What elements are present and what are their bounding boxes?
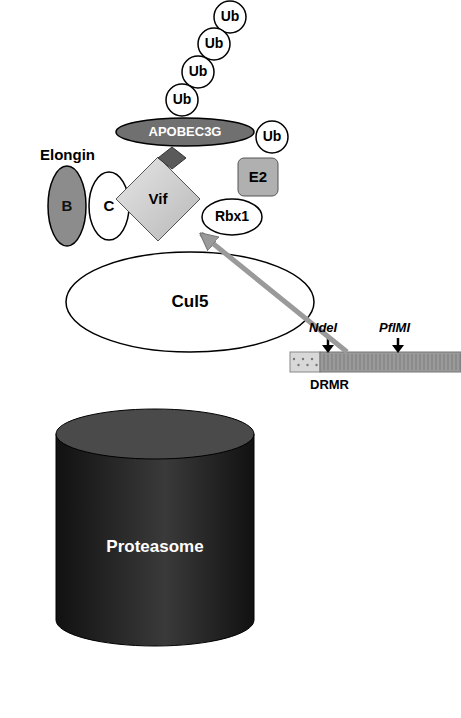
stripe: [460, 354, 461, 370]
node-label: C: [104, 198, 115, 215]
stripe: [392, 354, 393, 370]
stripe: [364, 354, 365, 370]
stripe: [376, 354, 377, 370]
vif-diamond: Vif: [115, 156, 201, 242]
drmr-striped-segment: [320, 352, 461, 372]
ellipse-outline: [48, 166, 86, 246]
stripe: [424, 354, 425, 370]
stripe: [324, 354, 325, 370]
e2-box: E2: [237, 157, 279, 197]
stripe: [388, 354, 389, 370]
ellipse-outline: [198, 28, 230, 60]
rbx1-ellipse: Rbx1: [201, 198, 263, 236]
rounded-box-outline: [238, 158, 278, 196]
dot: [315, 364, 317, 366]
stripe: [348, 354, 349, 370]
stripe: [384, 354, 385, 370]
ndei-site-arrow: [327, 338, 330, 349]
stripe: [404, 354, 405, 370]
drmr-bar: DRMR: [290, 352, 461, 398]
dot: [311, 358, 313, 360]
elongin-b-ellipse: B: [47, 165, 87, 247]
node-label: DRMR: [310, 378, 349, 392]
ubiquitin-circle: Ub: [165, 83, 199, 117]
node-label: Cul5: [172, 293, 209, 312]
vif-binding-domain: [158, 147, 186, 169]
ellipse-outline: [166, 84, 198, 116]
node-label: Proteasome: [106, 538, 203, 557]
ellipse-outline: [202, 199, 262, 235]
pflmi-site-arrowhead: [392, 345, 404, 353]
stripe: [332, 354, 333, 370]
stripe: [440, 354, 441, 370]
ellipse-outline: [182, 56, 214, 88]
proteasome-cylinder: Proteasome: [55, 408, 255, 646]
stripe: [444, 354, 445, 370]
stripe: [352, 354, 353, 370]
stripe: [448, 354, 449, 370]
node-label: Ub: [263, 129, 282, 144]
ellipse-outline: [256, 121, 288, 153]
stripe: [412, 354, 413, 370]
stripe: [456, 354, 457, 370]
stripe: [356, 354, 357, 370]
dot: [297, 364, 299, 366]
ellipse-outline: [66, 252, 314, 352]
stripe: [368, 354, 369, 370]
stripe: [380, 354, 381, 370]
proteasome-cylinder-outline: [55, 408, 255, 646]
complex-label: Elongin: [40, 146, 95, 163]
node-label: Vif: [149, 191, 168, 208]
node-label: APOBEC3G: [149, 125, 222, 139]
stripe: [340, 354, 341, 370]
dot: [306, 364, 308, 366]
node-label: Ub: [205, 36, 224, 51]
stripe: [452, 354, 453, 370]
stripe: [408, 354, 409, 370]
node-label: Rbx1: [215, 209, 249, 224]
stripe: [432, 354, 433, 370]
pflmi-site-arrow: [397, 338, 400, 349]
ellipse-outline: [116, 118, 254, 146]
stripe: [428, 354, 429, 370]
cul5-ellipse: Cul5: [65, 251, 315, 353]
dot: [302, 358, 304, 360]
stripe: [416, 354, 417, 370]
drmr-dotted-segment: [290, 352, 320, 372]
cylinder-top: [56, 409, 254, 459]
stripe: [360, 354, 361, 370]
node-label: Ub: [173, 92, 192, 107]
node-label: Ub: [189, 64, 208, 79]
stripe: [344, 354, 345, 370]
stripe: [396, 354, 397, 370]
restriction-site-label: NdeI: [309, 320, 337, 335]
diamond-outline: [116, 157, 200, 241]
dot: [293, 358, 295, 360]
apobec3g-ellipse: APOBEC3G: [115, 117, 255, 147]
node-label: Ub: [221, 9, 240, 24]
ndei-site-arrowhead: [322, 345, 334, 353]
stripe: [436, 354, 437, 370]
stripe: [336, 354, 337, 370]
stripe: [372, 354, 373, 370]
cylinder-body: [56, 434, 254, 646]
node-label: B: [62, 198, 73, 215]
restriction-site-label: PflMI: [379, 320, 410, 335]
stripe: [328, 354, 329, 370]
ubiquitin-circle: Ub: [255, 120, 289, 154]
stripe: [400, 354, 401, 370]
node-label: E2: [249, 169, 267, 186]
stripe: [420, 354, 421, 370]
